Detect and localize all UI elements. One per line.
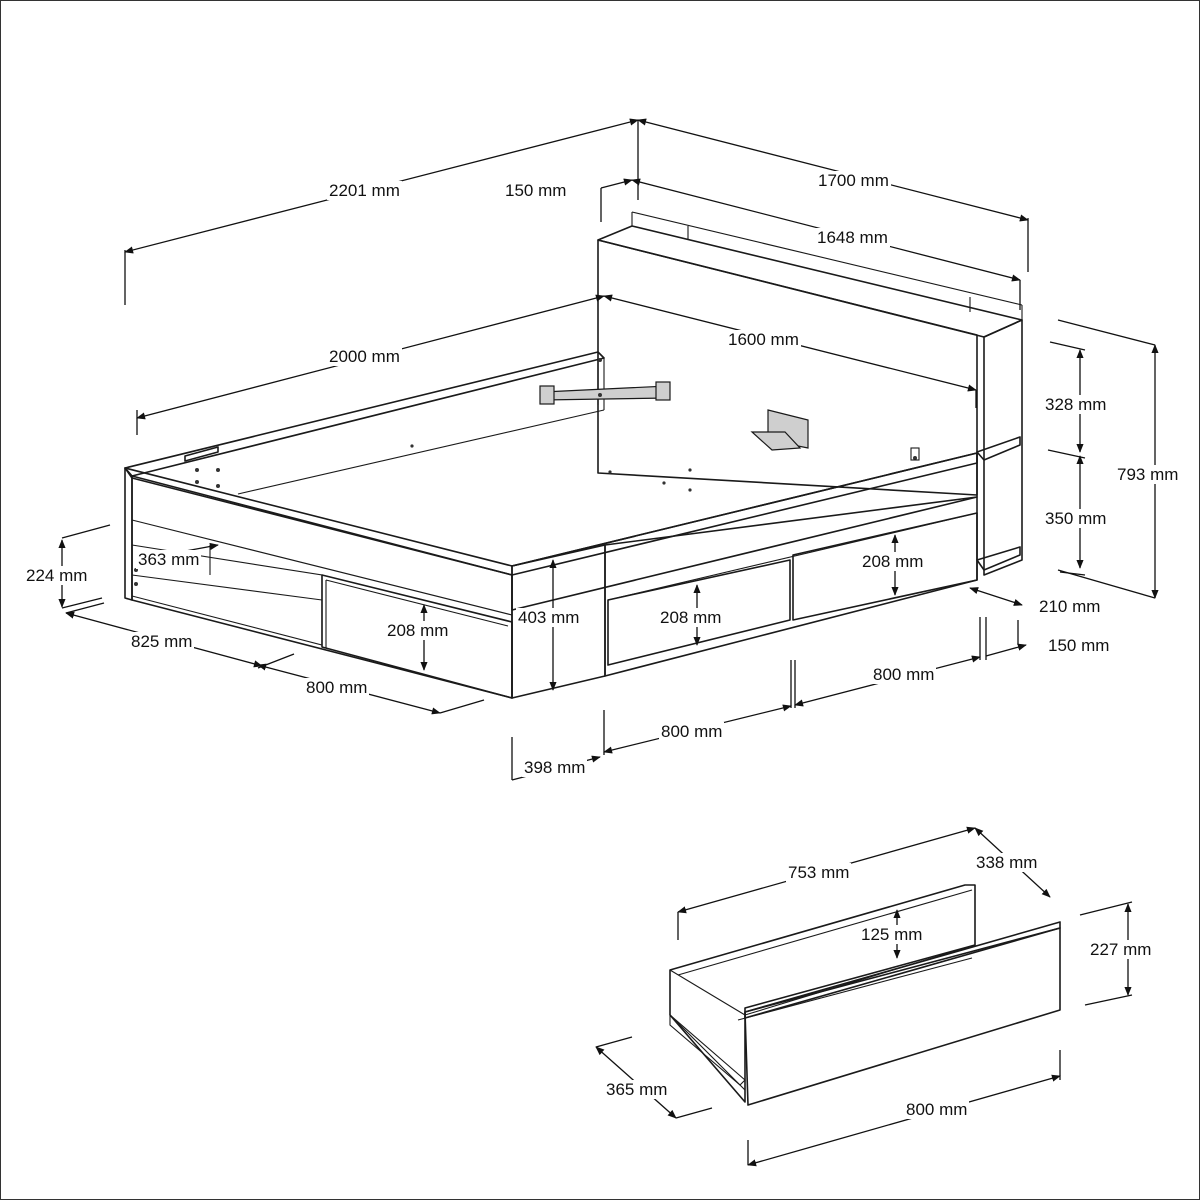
footboard-end: [124, 467, 133, 601]
label-lower-shelf-height: 350 mm: [1043, 509, 1109, 528]
label-middle-drawer-width: 800 mm: [659, 722, 725, 741]
headboard-panel: [597, 239, 978, 496]
side-shelf-column: [983, 319, 1023, 576]
drawer-box: [669, 884, 976, 1103]
slat-bracket: [542, 385, 669, 401]
label-drawer-side-depth: 365 mm: [604, 1080, 670, 1099]
label-base-depth: 210 mm: [1037, 597, 1103, 616]
label-front-drawer-height: 208 mm: [385, 621, 451, 640]
label-foot-gap: 398 mm: [522, 758, 588, 777]
label-open-shelf-height: 363 mm: [136, 550, 202, 569]
middle-drawer: [607, 559, 791, 666]
label-base-height: 224 mm: [24, 566, 90, 585]
label-open-shelf-length: 825 mm: [129, 632, 195, 651]
label-headboard-width: 1648 mm: [815, 228, 890, 247]
right-side-rail: [604, 496, 978, 677]
label-top-shelf-depth: 150 mm: [503, 181, 569, 200]
label-upper-shelf-height: 328 mm: [1043, 395, 1109, 414]
label-footboard-height: 403 mm: [516, 608, 582, 627]
label-drawer-inner-length: 753 mm: [786, 863, 852, 882]
label-overall-length: 2201 mm: [327, 181, 402, 200]
label-rear-drawer-height: 208 mm: [860, 552, 926, 571]
label-mattress-width: 1600 mm: [726, 330, 801, 349]
side-bottom-shelf: [976, 546, 1021, 571]
bed-dimension-lines: [58, 118, 1159, 781]
drawer-detail: [669, 884, 1061, 1106]
label-drawer-depth: 338 mm: [974, 853, 1040, 872]
label-drawer-inner-height: 125 mm: [859, 925, 925, 944]
label-rear-drawer-width: 800 mm: [871, 665, 937, 684]
label-overall-width: 1700 mm: [816, 171, 891, 190]
label-total-height: 793 mm: [1115, 465, 1181, 484]
label-side-offset: 150 mm: [1046, 636, 1112, 655]
drawer-dimension-lines: [595, 826, 1133, 1167]
label-drawer-front-width: 800 mm: [904, 1100, 970, 1119]
label-mattress-length: 2000 mm: [327, 347, 402, 366]
label-middle-drawer-height: 208 mm: [658, 608, 724, 627]
label-drawer-front-height: 227 mm: [1088, 940, 1154, 959]
label-front-drawer-width: 800 mm: [304, 678, 370, 697]
drawer-front: [744, 927, 1061, 1106]
headboard-top-shelf: [597, 225, 1023, 338]
side-middle-shelf: [976, 436, 1021, 461]
